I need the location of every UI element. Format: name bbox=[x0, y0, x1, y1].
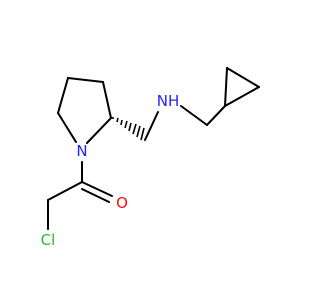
cyclopropane-ring bbox=[224, 67, 260, 107]
bond-nh-ch2 bbox=[180, 105, 208, 126]
pyrrolidine-ring bbox=[57, 77, 112, 144]
bond-ch2-cp bbox=[206, 105, 226, 126]
bond-carbonyl-ch2 bbox=[47, 181, 83, 201]
atom-label-nh: NH bbox=[157, 92, 180, 110]
bond-n1-c2 bbox=[86, 117, 112, 144]
atom-label-o: O bbox=[116, 194, 128, 212]
atom-label-n1: N bbox=[76, 142, 87, 160]
bond-c5-n1 bbox=[57, 112, 77, 143]
molecule-structure: N NH O Cl bbox=[41, 67, 260, 249]
bond-c2-c3 bbox=[102, 81, 112, 119]
atom-label-cl: Cl bbox=[41, 231, 56, 249]
bond-carbonyl-o-1 bbox=[81, 181, 113, 197]
bond-carbonyl-o-2 bbox=[81, 188, 110, 203]
bond-ch2-nh bbox=[144, 111, 159, 141]
stereo-hash-wedge bbox=[112, 117, 145, 141]
bond-c4-c5 bbox=[57, 77, 69, 114]
bond-c3-c4 bbox=[67, 77, 104, 83]
